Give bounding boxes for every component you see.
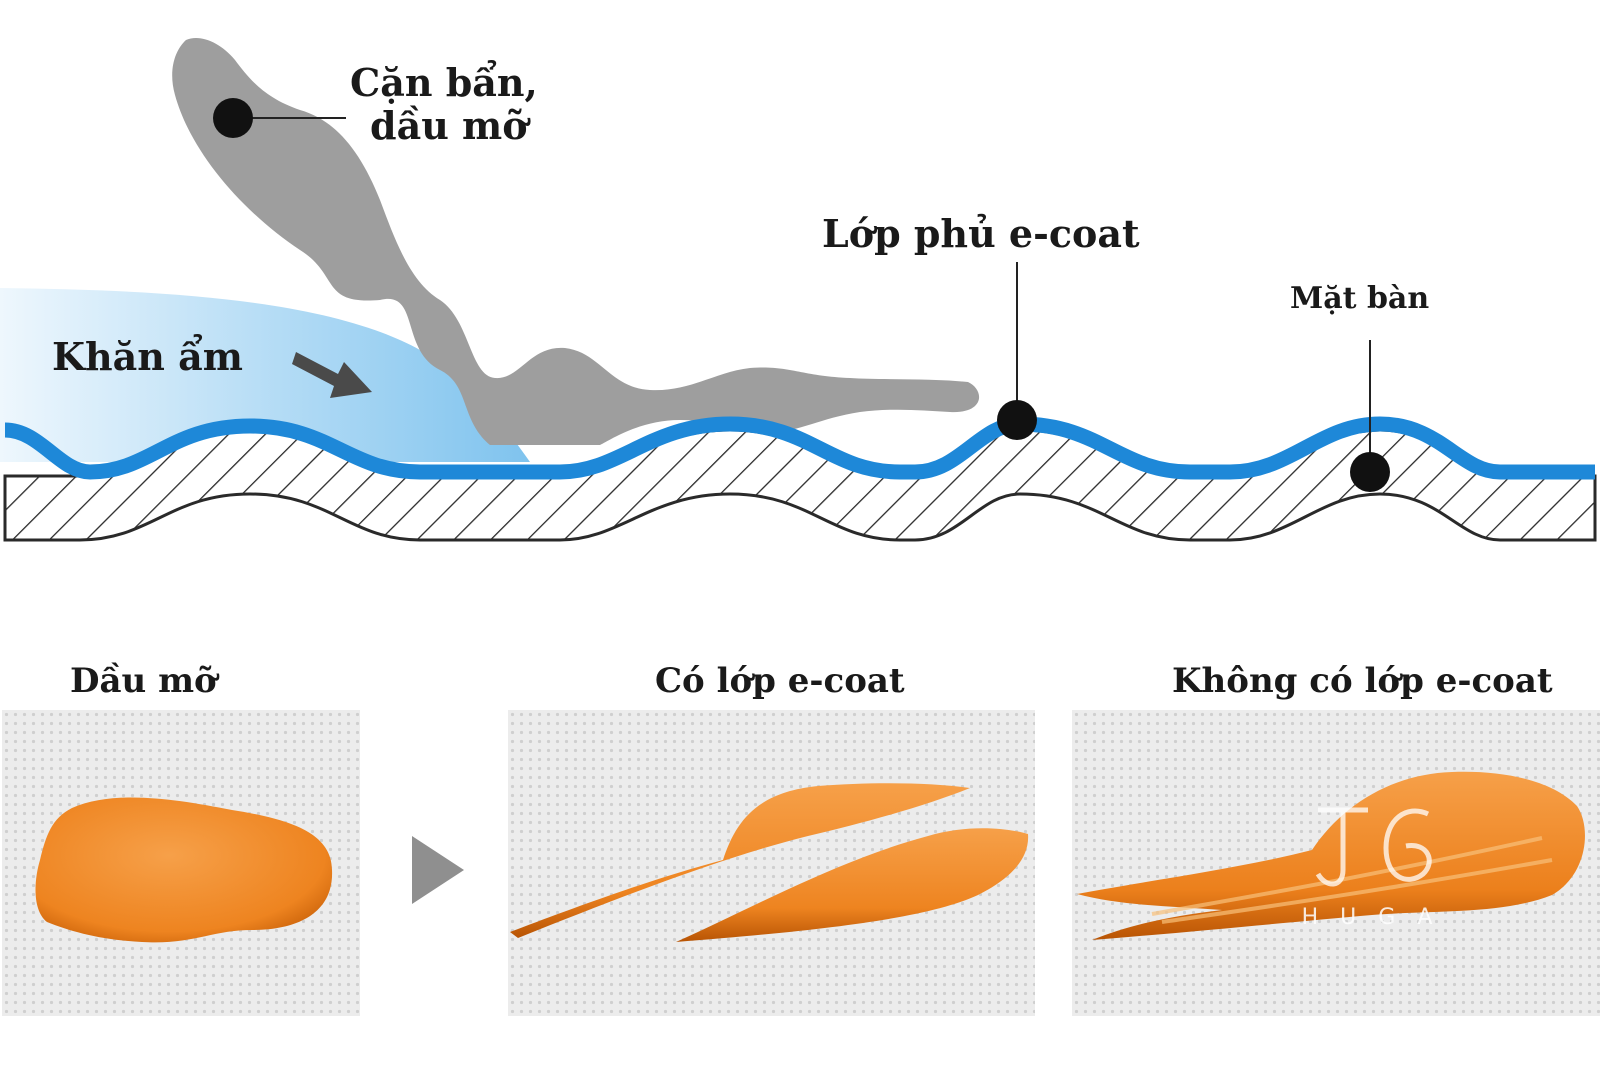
smear-streaks [1151,836,1553,924]
grease-panel [2,710,360,1016]
grease-puddle [35,797,333,943]
panel-title-with-ecoat: Có lớp e-coat [655,661,905,701]
surface-marker-dot [1350,452,1390,492]
without-ecoat-panel [1072,710,1600,1016]
cross-section-diagram [0,38,1597,542]
damp-cloth-shape [0,288,530,462]
huga-logo-text: HUGA [1301,905,1455,930]
ecoat-streak-lower [676,828,1029,942]
smeared-grease [1077,771,1585,940]
panel-title-grease: Dầu mỡ [70,661,217,701]
with-ecoat-panel [508,710,1035,1016]
grease-dirt-shape [172,38,980,445]
dirt-marker-dot [213,98,253,138]
dirt-label: Cặn bẩn, dầu mỡ [350,60,538,148]
dirt-label-line-1: Cặn bẩn, [350,60,538,105]
damp-cloth-label: Khăn ẩm [52,334,243,379]
panel-title-without-ecoat: Không có lớp e-coat [1172,661,1553,701]
table-surface-label: Mặt bàn [1290,281,1430,316]
wipe-direction-arrow-icon [292,352,372,398]
dirt-label-line-2: dầu mỡ [370,102,528,148]
huga-logo-watermark [1315,807,1432,887]
ecoat-streak-upper [510,783,970,938]
coating-marker-dot [997,400,1037,440]
e-coat-label: Lớp phủ e-coat [822,211,1140,256]
e-coat-layer [4,416,1595,480]
play-arrow-icon [412,836,464,904]
